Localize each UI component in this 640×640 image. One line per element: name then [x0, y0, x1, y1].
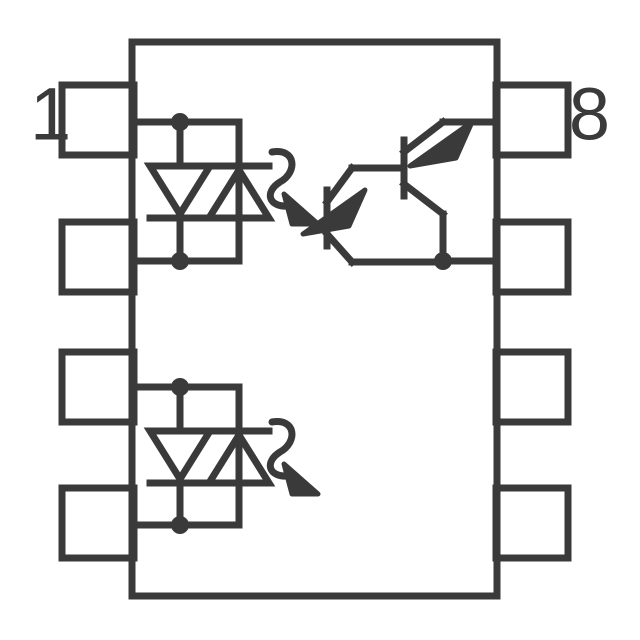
pin-1-label: 1	[30, 73, 71, 156]
pin-pad-5[interactable]	[492, 484, 572, 562]
junction-dot	[434, 252, 452, 270]
q1-emitter-arrow-upper	[300, 187, 368, 237]
optical-coupling-arrow-lower	[266, 418, 321, 497]
led-antiparallel-pair-lower	[128, 378, 269, 534]
q2-collector-lead-upper	[399, 117, 448, 157]
pin-pad-1[interactable]	[58, 81, 138, 159]
q2-emitter-lead-upper	[399, 179, 448, 219]
pin-pad-3[interactable]	[58, 348, 138, 426]
package-body-outline	[128, 38, 501, 600]
pin-pad-2[interactable]	[58, 218, 138, 296]
pin-pad-8[interactable]	[492, 81, 572, 159]
junction-dot	[171, 516, 189, 534]
arrowhead-icon	[281, 461, 321, 497]
junction-dot	[171, 113, 189, 131]
pin-pad-6[interactable]	[492, 348, 572, 426]
led-symbol-left-upper	[150, 166, 210, 218]
wavy-line	[266, 418, 296, 480]
pin-pad-7[interactable]	[492, 218, 572, 296]
darlington-phototransistor-upper	[300, 117, 501, 270]
led-symbol-left-lower	[150, 431, 210, 483]
junction-dot	[171, 252, 189, 270]
optical-coupling-arrow-upper	[266, 148, 321, 227]
pin-8-label: 8	[569, 73, 610, 156]
led-antiparallel-pair-upper	[128, 113, 269, 270]
pin-pad-4[interactable]	[58, 484, 138, 562]
arrowhead-icon	[281, 191, 321, 227]
q1-collector-lead-upper	[322, 163, 357, 207]
wavy-line	[266, 148, 296, 210]
q2-emitter-arrow-upper	[407, 119, 475, 169]
q1-emitter-lead-upper	[322, 229, 357, 267]
junction-dot	[171, 378, 189, 396]
